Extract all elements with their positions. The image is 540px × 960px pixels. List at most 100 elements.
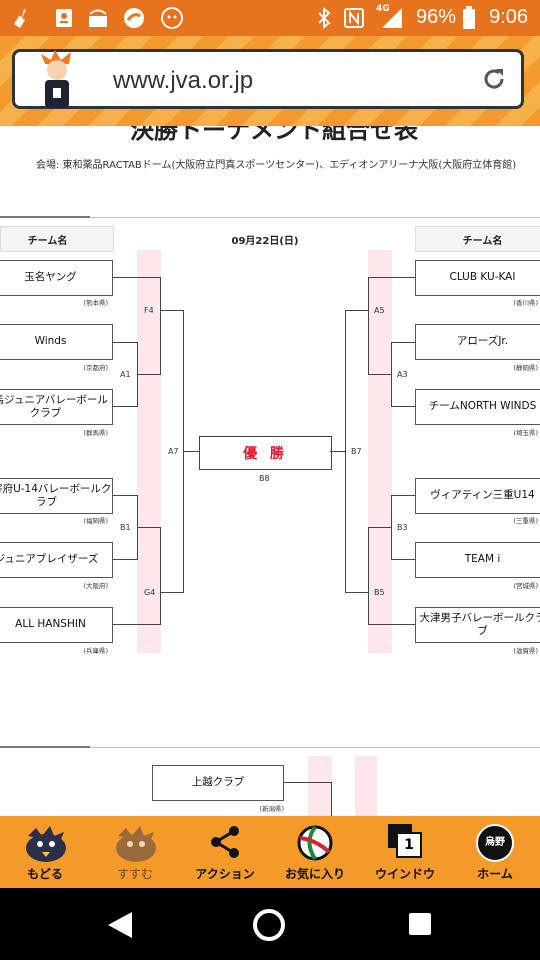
team-box[interactable]: アローズJr. [415, 324, 540, 360]
forward-label: すすむ [116, 867, 153, 881]
team-box[interactable]: 大津男子バレーボールクラブ [415, 607, 540, 643]
team-prefecture: (福岡県) [83, 517, 108, 525]
bracket-line [113, 277, 160, 278]
bracket-line [137, 374, 160, 375]
team-box[interactable]: ジュニアブレイザーズ [0, 542, 113, 578]
divider [0, 216, 90, 218]
bracket-line [345, 310, 369, 311]
column-header-team-left: チーム名 [27, 236, 68, 247]
team-box[interactable]: チームNORTH WINDS [415, 389, 540, 425]
match-label: A1 [120, 370, 131, 379]
bracket-line [183, 451, 199, 452]
recents-nav-icon[interactable] [408, 912, 432, 936]
team-box[interactable]: Winds [0, 324, 113, 360]
team-box[interactable]: 群馬ジュニアバレーボールクラブ [0, 389, 113, 425]
bracket-line [368, 624, 415, 625]
contact-card-icon [56, 9, 72, 27]
match-label: A3 [397, 370, 408, 379]
bracket-line [113, 559, 138, 560]
network-type: 4G [376, 4, 390, 14]
bracket-line [391, 342, 415, 343]
court-band [308, 756, 332, 816]
team-box[interactable]: 上越クラブ [152, 765, 284, 801]
match-label: B3 [397, 523, 408, 532]
share-icon [211, 826, 239, 858]
team-prefecture: (群馬県) [83, 429, 108, 437]
forward-button[interactable]: すすむ [90, 816, 180, 888]
window-button[interactable]: 1 ウインドウ [360, 816, 450, 888]
match-label: B5 [374, 588, 385, 597]
match-label: A5 [374, 306, 385, 315]
team-box[interactable]: ヴィアティン三重U14 [415, 478, 540, 514]
champion-box: 優 勝 [199, 436, 332, 470]
web-page[interactable]: 決勝トーナメント組合せ表 会場: 東和薬品RACTABドーム(大阪府立門真スポー… [0, 126, 540, 816]
divider [90, 217, 540, 218]
crow-mascot-back-icon [26, 826, 66, 862]
bracket-line [368, 527, 369, 625]
url-text[interactable]: www.jva.or.jp [113, 67, 254, 94]
back-label: もどる [27, 867, 63, 881]
team-prefecture: (熊本県) [83, 299, 108, 307]
crow-mascot-forward-icon [116, 826, 156, 862]
back-nav-icon[interactable] [106, 910, 134, 940]
bracket-line [160, 527, 161, 625]
team-prefecture: (大阪府) [83, 582, 108, 590]
match-label: A7 [168, 447, 179, 456]
favorites-button[interactable]: お気に入り [270, 816, 360, 888]
bracket-line [391, 559, 415, 560]
bracket-line [160, 277, 161, 375]
window-stack-icon: 1 [388, 824, 422, 858]
bracket-line [391, 495, 392, 560]
back-button[interactable]: もどる [0, 816, 90, 888]
match-label: B8 [259, 474, 270, 483]
reload-icon[interactable] [481, 66, 507, 92]
court-band [355, 756, 377, 816]
home-nav-icon[interactable] [252, 908, 286, 942]
home-button[interactable]: 烏野 ホーム [450, 816, 540, 888]
battery-icon [463, 6, 475, 29]
browser-toolbar: もどる すすむ アクション お気に入り 1 ウインドウ 烏野 [0, 816, 540, 888]
bracket-line [160, 592, 184, 593]
mascot-character-icon [41, 50, 71, 108]
window-label: ウインドウ [374, 867, 435, 881]
column-header-team-right: チーム名 [462, 236, 503, 247]
match-label: B7 [351, 447, 362, 456]
bracket-line [391, 406, 415, 407]
match-label: B1 [120, 523, 131, 532]
address-bar[interactable]: www.jva.or.jp [12, 49, 524, 109]
window-count: 1 [396, 832, 422, 858]
bracket-line [368, 277, 369, 375]
action-button[interactable]: アクション [180, 816, 270, 888]
team-prefecture: (宮城県) [513, 582, 538, 590]
team-box[interactable]: 太宰府U-14バレーボールクラブ [0, 478, 113, 514]
team-prefecture: (三重県) [513, 517, 538, 525]
team-box[interactable]: CLUB KU-KAI [415, 260, 540, 296]
team-prefecture: (埼玉県) [513, 429, 538, 437]
team-prefecture: (香川県) [513, 299, 538, 307]
team-box[interactable]: 玉名ヤング [0, 260, 113, 296]
nfc-icon [344, 8, 364, 28]
match-label: F4 [144, 306, 154, 315]
team-box[interactable]: ALL HANSHIN [0, 607, 113, 643]
team-box[interactable]: TEAM i [415, 542, 540, 578]
system-navigation-bar [0, 888, 540, 960]
venue-text: 会場: 東和薬品RACTABドーム(大阪府立門真スポーツセンター)、エディオンア… [36, 160, 517, 171]
court-band [368, 250, 392, 653]
action-label: アクション [195, 867, 255, 881]
divider [0, 746, 90, 748]
column-header-box [0, 226, 114, 252]
bracket-line [113, 495, 138, 496]
bracket-line [113, 624, 160, 625]
team-prefecture: (滋賀県) [513, 647, 538, 655]
court-band [137, 250, 161, 653]
divider [90, 747, 540, 748]
page-title: 決勝トーナメント組合せ表 [130, 126, 418, 144]
team-prefecture: (兵庫県) [83, 647, 108, 655]
broom-icon [14, 9, 26, 28]
bracket-line [345, 310, 346, 593]
wifi-mail-icon [89, 9, 107, 27]
bracket-line [345, 592, 369, 593]
clock: 9:06 [489, 6, 528, 28]
battery-percent: 96% [415, 6, 456, 28]
bluetooth-icon [318, 6, 331, 30]
